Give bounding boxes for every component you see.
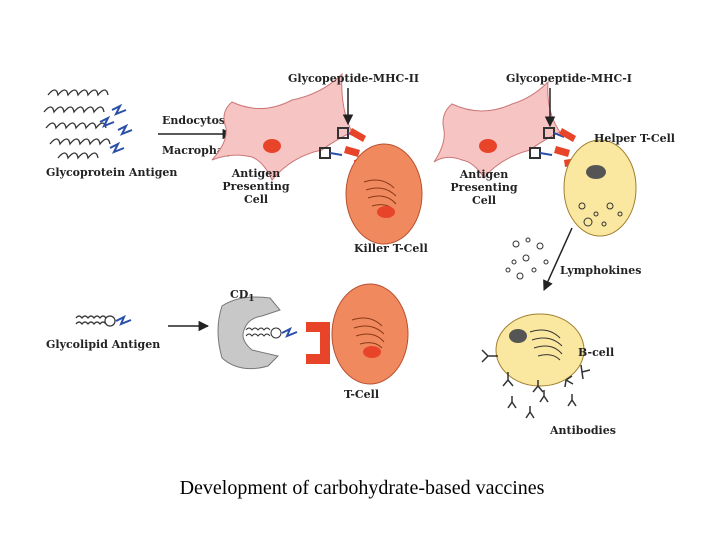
glycoprotein-antigen-icon <box>43 89 133 160</box>
glycopeptide-mhc1-label: Glycopeptide-MHC-I <box>506 72 632 85</box>
b-cell <box>495 313 585 387</box>
killer-t-cell <box>345 143 423 245</box>
mhc-receptor-icon <box>529 127 565 159</box>
antibodies-label: Antibodies <box>549 424 616 437</box>
apc1-label-line3: Cell <box>244 193 268 206</box>
b-cell-nucleus <box>509 329 527 343</box>
apc2-nucleus <box>479 139 497 153</box>
apc2-label-line2: Presenting <box>450 181 518 194</box>
cd1-label: CD1 <box>230 288 255 304</box>
antigen-presenting-cell-2 <box>433 80 561 179</box>
b-cell-organelle <box>529 329 563 361</box>
b-cell-label: B-cell <box>578 346 614 359</box>
helper-t-cell-granules <box>578 202 623 227</box>
lymphokines-icon <box>505 237 549 280</box>
caption: Development of carbohydrate-based vaccin… <box>180 477 545 499</box>
glycoprotein-antigen-label: Glycoprotein Antigen <box>46 166 177 179</box>
killer-t-cell-nucleus <box>377 206 395 218</box>
killer-t-cell-organelle <box>363 179 397 211</box>
apc2-label-line1: Antigen <box>459 168 508 181</box>
antibody-icon <box>481 349 591 419</box>
apc1-label-line2: Presenting <box>222 180 290 193</box>
t-cell-nucleus <box>363 346 381 358</box>
helper-t-cell <box>563 139 637 237</box>
killer-t-cell-label: Killer T-Cell <box>354 242 428 255</box>
t-cell-label: T-Cell <box>344 388 379 401</box>
glycolipid-antigen-label: Glycolipid Antigen <box>46 338 160 351</box>
endocytosis-label: Endocytosis <box>162 114 235 127</box>
helper-t-cell-nucleus <box>586 165 606 179</box>
glycopeptide-mhc2-label: Glycopeptide-MHC-II <box>288 72 419 85</box>
lymphokines-arrow <box>543 227 573 291</box>
apc1-label-line1: Antigen <box>231 167 280 180</box>
apc1-nucleus <box>263 139 281 153</box>
lymphokines-label: Lymphokines <box>560 264 641 277</box>
apc2-label-line3: Cell <box>472 194 496 207</box>
t-cell-receptor-icon <box>306 322 330 364</box>
helper-t-cell-label: Helper T-Cell <box>594 132 675 145</box>
cd1-molecule <box>217 296 281 370</box>
glycolipid-antigen-icon <box>75 314 132 327</box>
antigen-presenting-cell-1 <box>211 72 353 181</box>
t-cell-organelle <box>351 317 385 349</box>
cd1-bound-lipid-icon <box>245 326 298 339</box>
